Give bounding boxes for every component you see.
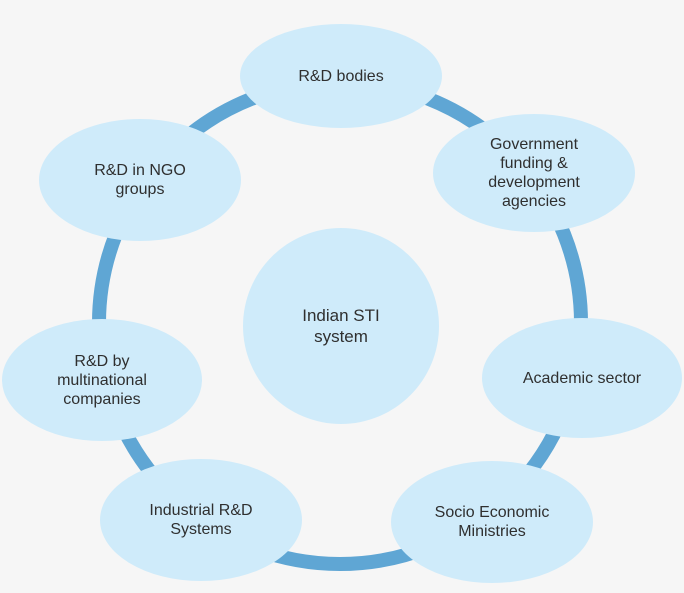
- node-label: R&D bodies: [298, 67, 384, 85]
- node-academic-sector: Academic sector: [482, 318, 682, 438]
- node-industrial-rd-systems: Industrial R&D Systems: [100, 459, 302, 581]
- center-node-label: Indian STI system: [302, 306, 380, 346]
- node-socio-economic-ministries: Socio Economic Ministries: [391, 461, 593, 583]
- node-label: Socio Economic Ministries: [434, 504, 550, 540]
- node-rd-bodies: R&D bodies: [240, 24, 442, 128]
- node-label: Government funding & development agencie…: [488, 136, 580, 210]
- node-government-funding: Government funding & development agencie…: [433, 114, 635, 232]
- node-label: Academic sector: [522, 369, 642, 387]
- center-node-indian-sti-system: Indian STI system: [243, 228, 439, 424]
- node-rd-by-multinational-companies: R&D by multinational companies: [2, 319, 202, 441]
- node-rd-in-ngo-groups: R&D in NGO groups: [39, 119, 241, 241]
- node-label: R&D by multinational companies: [57, 352, 147, 408]
- node-label: R&D in NGO groups: [94, 162, 186, 198]
- node-label: Industrial R&D Systems: [149, 502, 253, 538]
